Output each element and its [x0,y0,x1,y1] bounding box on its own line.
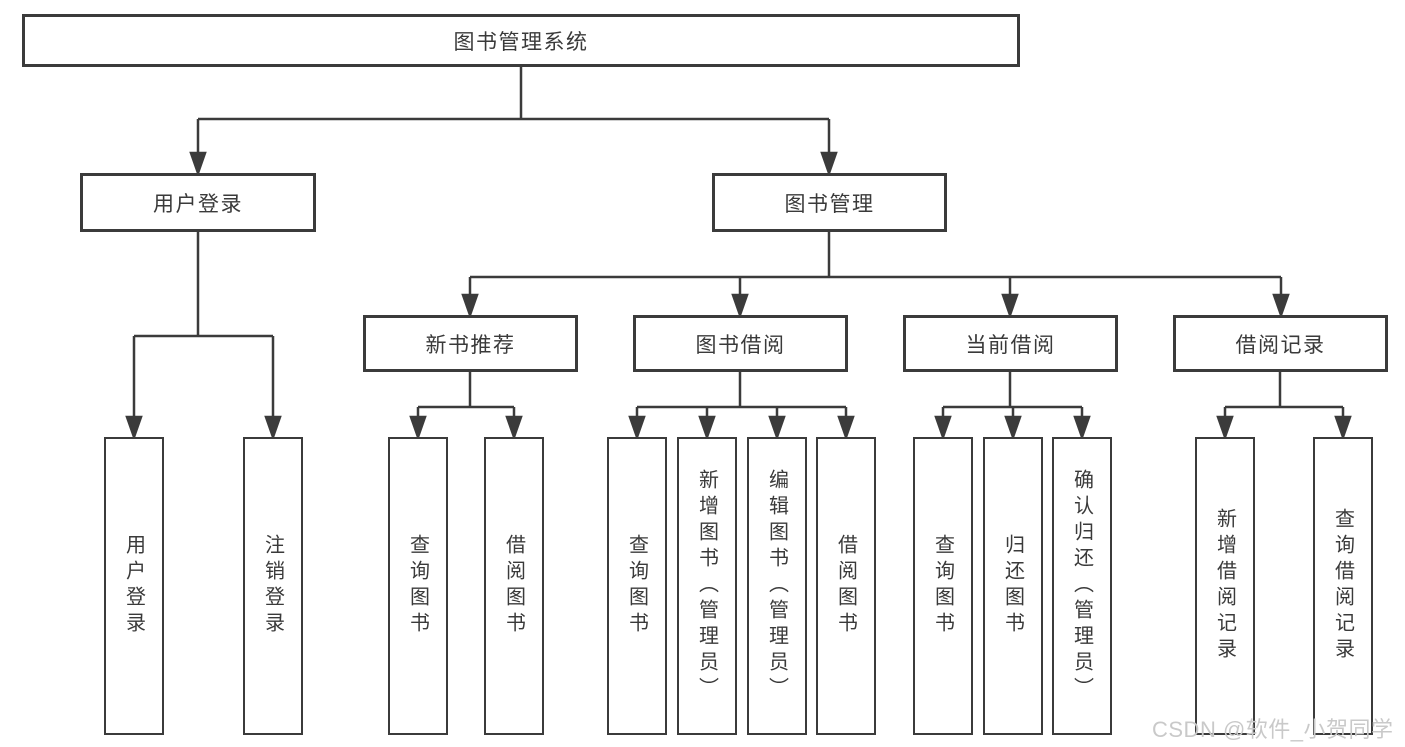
node-library-system: 图书管理系统 [22,14,1020,67]
node-user-login: 用户登录 [80,173,316,232]
leaf-borrow-add-books-admin: 新增图书（管理员） [677,437,737,735]
leaf-borrow-edit-books-admin: 编辑图书（管理员） [747,437,807,735]
node-current-borrow: 当前借阅 [903,315,1118,372]
leaf-recommend-borrow-books: 借阅图书 [484,437,544,735]
leaf-current-query-books: 查询图书 [913,437,973,735]
leaf-recommend-query-books: 查询图书 [388,437,448,735]
leaf-logout-login: 注销登录 [243,437,303,735]
leaf-current-confirm-return-admin: 确认归还（管理员） [1052,437,1112,735]
leaf-record-query-borrow-record: 查询借阅记录 [1313,437,1373,735]
leaf-record-add-borrow-record: 新增借阅记录 [1195,437,1255,735]
node-new-book-recommend: 新书推荐 [363,315,578,372]
leaf-borrow-borrow-books: 借阅图书 [816,437,876,735]
leaf-current-return-books: 归还图书 [983,437,1043,735]
watermark: CSDN @软件_小贺同学 [1152,717,1394,742]
leaf-borrow-query-books: 查询图书 [607,437,667,735]
node-borrow-record: 借阅记录 [1173,315,1388,372]
node-book-management: 图书管理 [712,173,947,232]
node-book-borrow: 图书借阅 [633,315,848,372]
leaf-user-login: 用户登录 [104,437,164,735]
